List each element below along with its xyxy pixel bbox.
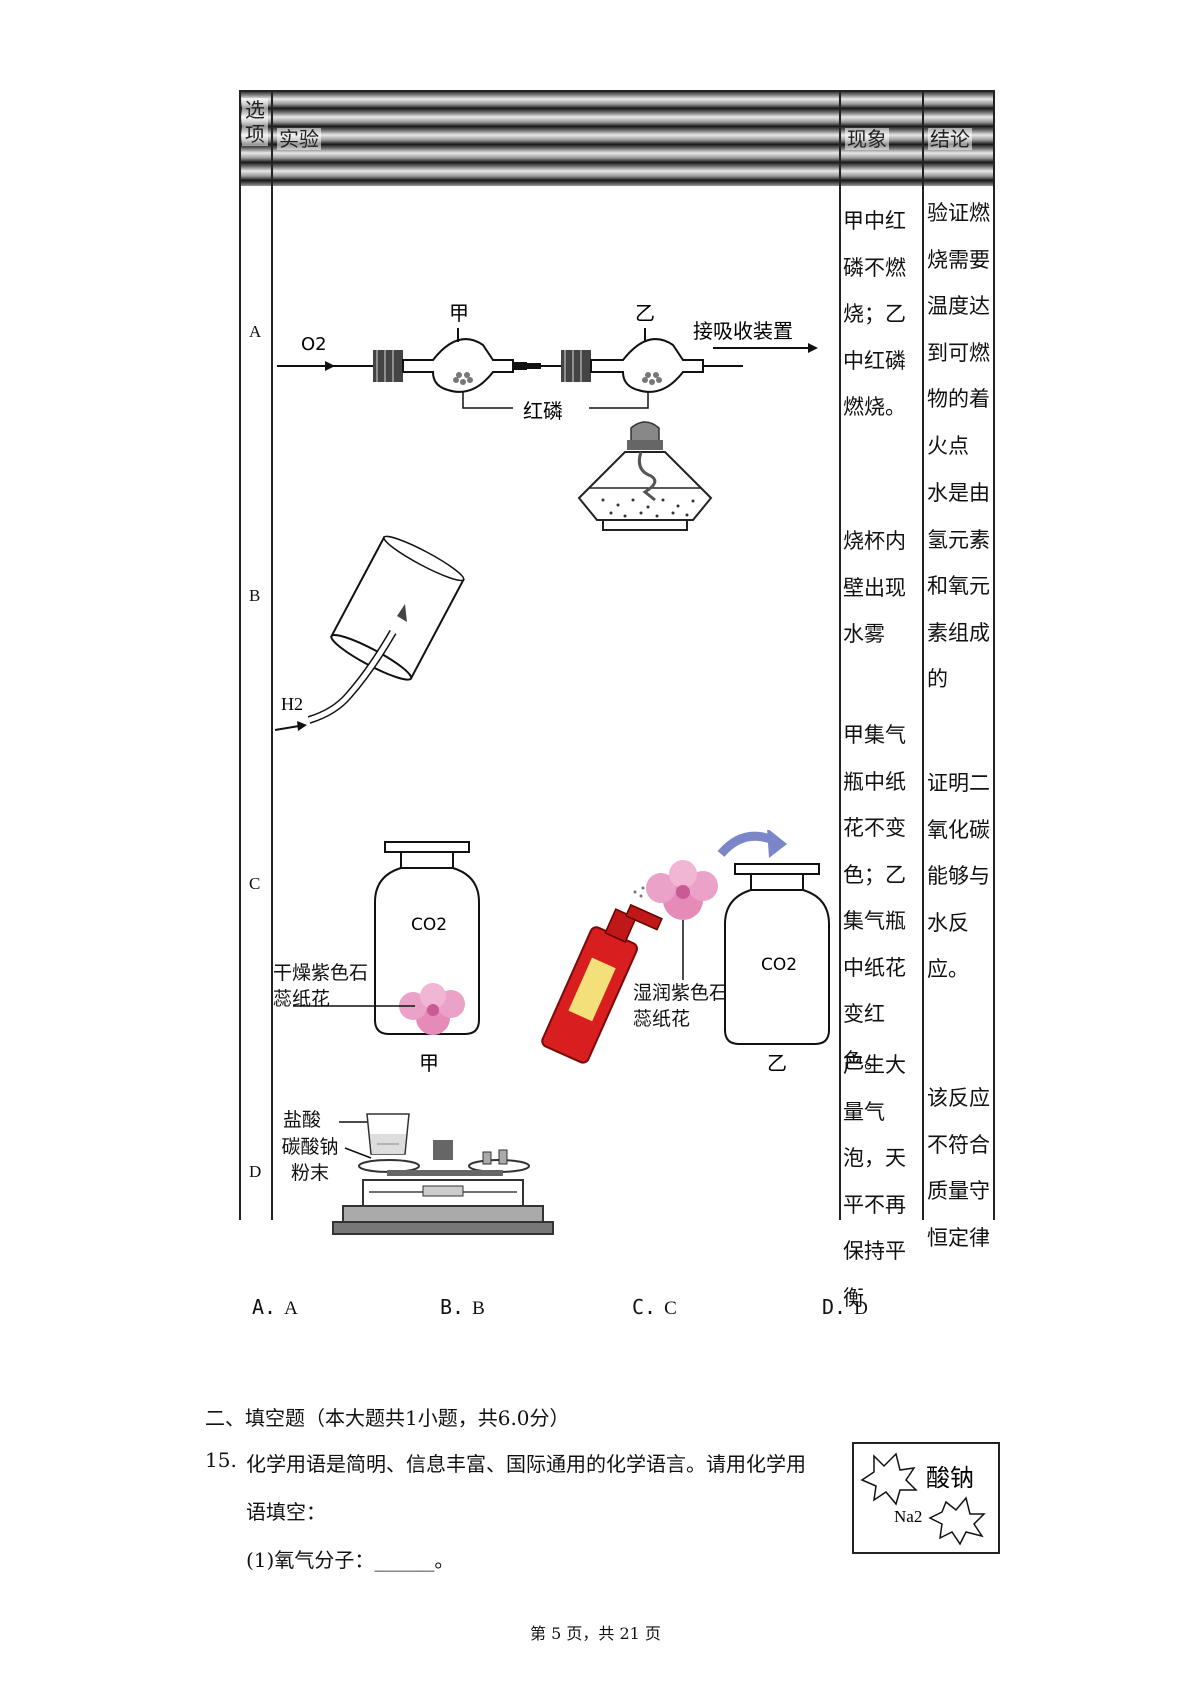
option-label-c: C: [249, 874, 261, 893]
option-label-a: A: [249, 322, 262, 341]
option-label-b: B: [249, 586, 261, 605]
choice-a-value: A: [284, 1298, 298, 1319]
table-divider-3: [922, 90, 924, 1220]
choice-b-letter: B.: [440, 1295, 465, 1319]
conclusion-a: 验证燃烧需要温度达到可燃物的着火点: [927, 201, 990, 458]
diagram-d-balance: 盐酸 碳酸钠粉末: [281, 1109, 554, 1235]
table-border-top: [239, 90, 995, 92]
label-yi-c: 乙: [767, 1051, 787, 1075]
phenomenon-d: 产生大量气泡，天平不再保持平衡: [843, 1053, 906, 1310]
alcohol-lamp: [577, 421, 713, 531]
beaker-acid: [366, 1113, 410, 1155]
choice-d-value: D: [854, 1298, 868, 1319]
label-top-text: 酸钠: [926, 1464, 974, 1492]
label-h2-b: H2: [281, 694, 303, 714]
diagram-b-hydrogen-burning: H2: [274, 535, 465, 731]
choice-c-value: C: [664, 1298, 677, 1319]
table-divider-2: [839, 90, 841, 1220]
label-wet-flower: 湿润紫色石蕊纸花: [633, 982, 729, 1030]
choice-d-letter: D.: [822, 1295, 847, 1319]
beaker-inverted: [330, 535, 465, 681]
label-co2-jia: CO2: [411, 915, 447, 935]
tube-yi: [590, 338, 704, 393]
stopper-1: [373, 350, 403, 382]
choice-d[interactable]: D. D: [822, 1295, 868, 1320]
conclusion-d: 该反应不符合质量守恒定律: [927, 1086, 990, 1250]
experiment-table: 选项 实验 现象 结论 A B C D 甲中红磷不燃烧；乙中红磷燃烧。 烧杯内壁…: [239, 90, 995, 1310]
reagent-label-graphic: 酸钠 Na2: [860, 1452, 986, 1546]
label-o2-a: O2: [301, 334, 327, 355]
question-text-line1: 化学用语是简明、信息丰富、国际通用的化学语言。请用化学用: [246, 1452, 806, 1476]
label-red-phosphorus: 红磷: [523, 399, 563, 423]
choice-c[interactable]: C. C: [632, 1295, 677, 1320]
label-acid: 盐酸: [283, 1109, 322, 1131]
phenomenon-a: 甲中红磷不燃烧；乙中红磷燃烧。: [843, 209, 906, 419]
header-experiment: 实验: [277, 127, 321, 151]
choice-a[interactable]: A. A: [252, 1295, 298, 1320]
diagram-c-litmus-flowers: CO2 干燥紫色石蕊纸花 甲: [273, 830, 830, 1075]
tear-mark-right: [928, 1496, 986, 1546]
choice-b[interactable]: B. B: [440, 1295, 485, 1320]
question-number: 15.: [205, 1448, 237, 1472]
label-powder: 碳酸钠粉末: [281, 1136, 339, 1184]
header-conclusion: 结论: [928, 127, 972, 151]
gas-jar-yi: [724, 863, 830, 1045]
spray-bottle: [541, 882, 663, 1064]
phenomenon-b: 烧杯内壁出现水雾: [843, 529, 906, 646]
choice-c-letter: C.: [632, 1295, 657, 1319]
header-phenomenon: 现象: [845, 127, 889, 151]
table-border-right: [993, 90, 995, 1220]
question-sub1: (1)氧气分子：______。: [246, 1548, 455, 1572]
question-text-line2: 语填空：: [246, 1500, 326, 1524]
label-co2-yi: CO2: [761, 955, 797, 975]
stopper-2: [561, 350, 591, 382]
table-divider-1: [271, 90, 273, 1220]
conclusion-c: 证明二氧化碳能够与水反应。: [927, 771, 990, 981]
choice-a-letter: A.: [252, 1295, 277, 1319]
table-border-left: [239, 90, 241, 1220]
wet-flower: [646, 860, 718, 920]
page-footer: 第 5 页，共 21 页: [530, 1624, 661, 1643]
tear-mark-left: [860, 1452, 918, 1506]
diagram-a-combustion-apparatus: O2 甲 乙 接吸收装置 红磷: [277, 301, 818, 531]
tube-jia: [402, 338, 514, 393]
option-label-d: D: [249, 1162, 262, 1181]
dry-flower: [399, 983, 465, 1035]
label-outlet-a: 接吸收装置: [693, 319, 793, 343]
phenomenon-c: 甲集气瓶中纸花不变色；乙集气瓶中纸花变红色。: [843, 723, 906, 1073]
label-bottom-text: Na2: [894, 1507, 922, 1526]
header-option: 选项: [242, 98, 268, 146]
label-dry-flower: 干燥紫色石蕊纸花: [273, 962, 369, 1010]
label-jia-c: 甲: [419, 1051, 439, 1075]
blue-arrow: [717, 831, 775, 858]
conclusion-b: 水是由氢元素和氧元素组成的: [927, 481, 990, 691]
reagent-label-box: 酸钠 Na2: [852, 1442, 1000, 1554]
label-yi-a: 乙: [635, 301, 655, 325]
choice-b-value: B: [472, 1298, 485, 1319]
label-jia-a: 甲: [449, 301, 469, 325]
section-title: 二、填空题（本大题共1小题，共6.0分）: [205, 1406, 570, 1430]
